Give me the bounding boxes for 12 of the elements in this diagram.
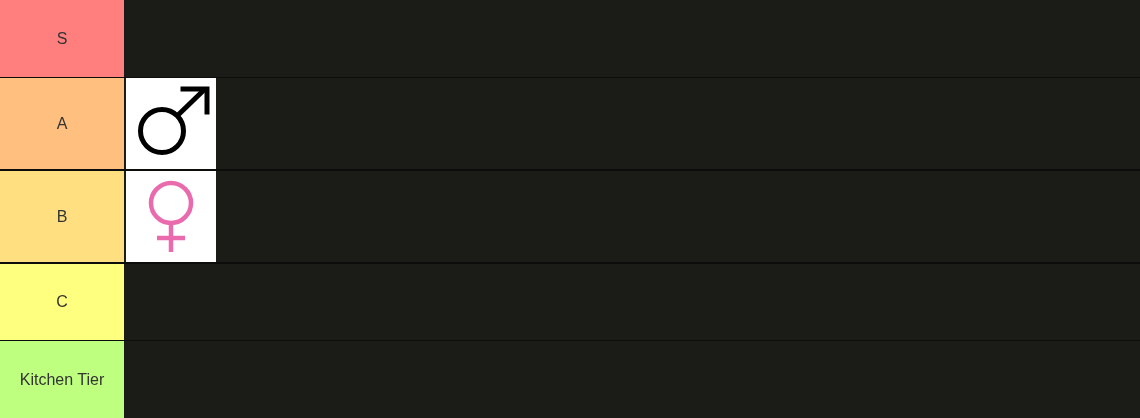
tier-label: Kitchen Tier — [0, 341, 124, 418]
female-symbol-icon — [126, 171, 216, 262]
tier-row — [0, 171, 1140, 262]
tier-row — [0, 341, 1140, 418]
tier-label: A — [0, 78, 124, 169]
tier-row — [0, 264, 1140, 340]
tier-row — [0, 0, 1140, 77]
tier-row — [0, 78, 1140, 169]
male-symbol-icon — [126, 78, 216, 169]
tier-label: C — [0, 264, 124, 340]
tier-label: B — [0, 171, 124, 262]
tier-label: S — [0, 0, 124, 77]
